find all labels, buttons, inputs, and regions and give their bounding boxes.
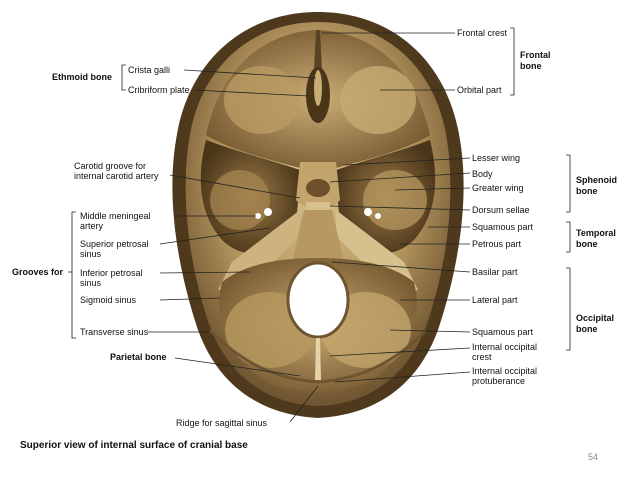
- label-superior-petrosal-2: sinus: [80, 249, 102, 259]
- label-carotid-groove-2: internal carotid artery: [74, 171, 159, 181]
- petrous-ridge-right: [336, 210, 418, 292]
- sella-turcica: [306, 179, 330, 197]
- label-internal-occipital-protuberance-2: protuberance: [472, 376, 526, 386]
- foramen-right-a: [364, 208, 372, 216]
- label-internal-occipital-protuberance-1: Internal occipital: [472, 366, 538, 376]
- label-squamous-part-occipital: Squamous part: [472, 327, 534, 337]
- orbital-part-right: [340, 66, 416, 134]
- leader-lines: [68, 27, 571, 423]
- dorsum-sellae: [306, 202, 330, 210]
- foramen-left-b: [255, 213, 261, 219]
- frontal-crest: [314, 30, 322, 70]
- label-sigmoid-sinus: Sigmoid sinus: [80, 295, 137, 305]
- label-inferior-petrosal-1: Inferior petrosal: [80, 268, 143, 278]
- petrous-ridge-left: [218, 210, 300, 292]
- foramen-magnum: [286, 261, 350, 339]
- label-frontal-bone-2: bone: [520, 61, 542, 71]
- transverse-sinus-groove: [208, 328, 428, 384]
- label-internal-occipital-crest-1: Internal occipital: [472, 342, 538, 352]
- greater-wing-left: [210, 170, 270, 230]
- label-body: Body: [472, 169, 493, 179]
- label-sphenoid-bone-2: bone: [576, 186, 598, 196]
- label-crista-galli: Crista galli: [128, 65, 171, 75]
- label-temporal-bone-1: Temporal: [576, 228, 616, 238]
- label-middle-meningeal-1: Middle meningeal: [80, 211, 151, 221]
- orbital-part-left: [224, 66, 300, 134]
- label-lateral-part: Lateral part: [472, 295, 518, 305]
- crista-galli: [314, 70, 322, 106]
- label-occipital-bone-1: Occipital: [576, 313, 615, 323]
- label-internal-occipital-crest-2: crest: [472, 352, 492, 362]
- label-orbital-part: Orbital part: [457, 85, 502, 95]
- foramen-left-a: [264, 208, 272, 216]
- figure-caption: Superior view of internal surface of cra…: [20, 440, 248, 451]
- label-sphenoid-bone-1: Sphenoid: [576, 175, 617, 185]
- label-greater-wing: Greater wing: [472, 183, 524, 193]
- label-occipital-bone-2: bone: [576, 324, 598, 334]
- label-petrous-part: Petrous part: [472, 239, 522, 249]
- label-basilar-part: Basilar part: [472, 267, 518, 277]
- label-inferior-petrosal-2: sinus: [80, 278, 102, 288]
- label-parietal-bone: Parietal bone: [110, 352, 167, 362]
- label-dorsum-sellae: Dorsum sellae: [472, 205, 530, 215]
- label-middle-meningeal-2: artery: [80, 221, 104, 231]
- label-carotid-groove-1: Carotid groove for: [74, 161, 147, 171]
- label-frontal-bone-1: Frontal: [520, 50, 551, 60]
- label-superior-petrosal-1: Superior petrosal: [80, 239, 149, 249]
- label-frontal-crest: Frontal crest: [457, 28, 508, 38]
- label-temporal-bone-2: bone: [576, 239, 598, 249]
- label-grooves-for: Grooves for: [12, 267, 64, 277]
- label-transverse-sinus: Transverse sinus: [80, 327, 149, 337]
- page-number: 54: [588, 452, 599, 462]
- label-lesser-wing: Lesser wing: [472, 153, 521, 163]
- label-ethmoid-bone: Ethmoid bone: [52, 72, 112, 82]
- clivus: [292, 210, 344, 262]
- label-cribriform-plate: Cribriform plate: [128, 85, 190, 95]
- internal-occipital-crest: [315, 338, 321, 380]
- foramen-right-b: [375, 213, 381, 219]
- label-ridge-sagittal: Ridge for sagittal sinus: [176, 418, 268, 428]
- label-squamous-part-temporal: Squamous part: [472, 222, 534, 232]
